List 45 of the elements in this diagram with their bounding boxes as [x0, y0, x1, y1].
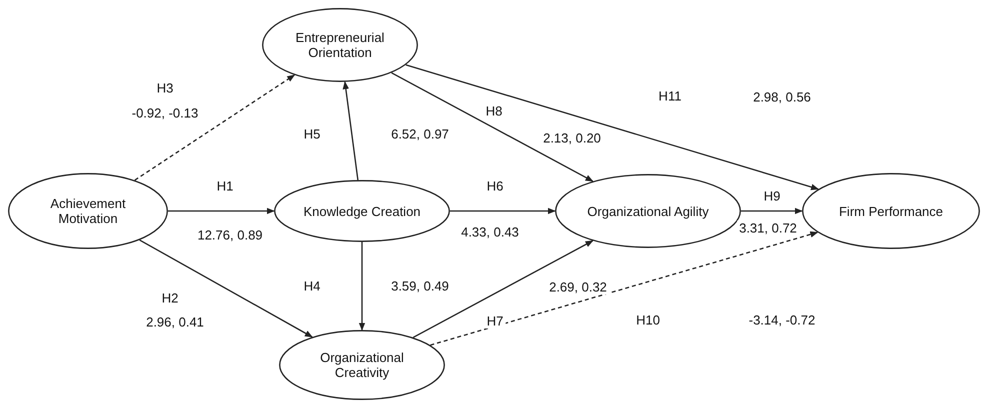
- coefficient-label: 12.76, 0.89: [195, 228, 265, 242]
- coefficient-label: 2.13, 0.20: [541, 130, 603, 146]
- arrow: [358, 242, 366, 331]
- construct-label: Organizational Agility: [587, 204, 709, 218]
- arrow: [406, 64, 820, 190]
- construct-label: Entrepreneurial Orientation: [294, 30, 386, 60]
- edge-label: H2: [160, 290, 180, 306]
- edge-label: H4: [302, 278, 322, 294]
- construct-label: Achievement Motivation: [49, 196, 127, 226]
- arrow: [168, 208, 275, 214]
- construct-ellipse: [279, 330, 445, 400]
- construct-label: Organizational Creativity: [319, 350, 405, 380]
- edge-label: H1: [214, 178, 236, 194]
- construct-ellipse: [555, 174, 741, 248]
- edge-label: H3: [154, 80, 176, 96]
- arrow: [741, 208, 803, 214]
- edge-label: H11: [656, 88, 684, 104]
- coefficient-label: 6.52, 0.97: [389, 126, 451, 142]
- construct-label: Knowledge Creation: [303, 204, 421, 218]
- construct-ellipse: [802, 173, 980, 249]
- arrow: [450, 208, 556, 214]
- arrow: [342, 81, 359, 180]
- coefficient-label: 2.96, 0.41: [144, 314, 206, 330]
- construct-label: Firm Performance: [838, 204, 944, 218]
- arrow: [412, 240, 594, 338]
- coefficient-label: 3.59, 0.49: [389, 278, 451, 294]
- arrow: [139, 239, 313, 338]
- coefficient-label: 3.31, 0.72: [737, 220, 799, 236]
- construct-ellipse: [274, 180, 450, 242]
- edge-label: H9: [762, 188, 782, 204]
- dashed-arrow: [430, 231, 818, 346]
- edge-label: H10: [634, 312, 662, 328]
- coefficient-label: 2.69, 0.32: [547, 280, 609, 294]
- arrow: [391, 72, 594, 182]
- edge-label: H6: [484, 178, 506, 194]
- construct-ellipse: [262, 8, 418, 82]
- coefficient-label: -0.92, -0.13: [130, 106, 200, 120]
- dashed-arrow: [134, 74, 296, 181]
- edge-label: H7: [484, 314, 506, 328]
- edge-label: H8: [484, 104, 504, 118]
- coefficient-label: 4.33, 0.43: [459, 224, 521, 240]
- coefficient-label: 2.98, 0.56: [751, 90, 813, 104]
- edge-label: H5: [302, 126, 322, 142]
- coefficient-label: -3.14, -0.72: [746, 312, 818, 328]
- construct-ellipse: [8, 173, 168, 249]
